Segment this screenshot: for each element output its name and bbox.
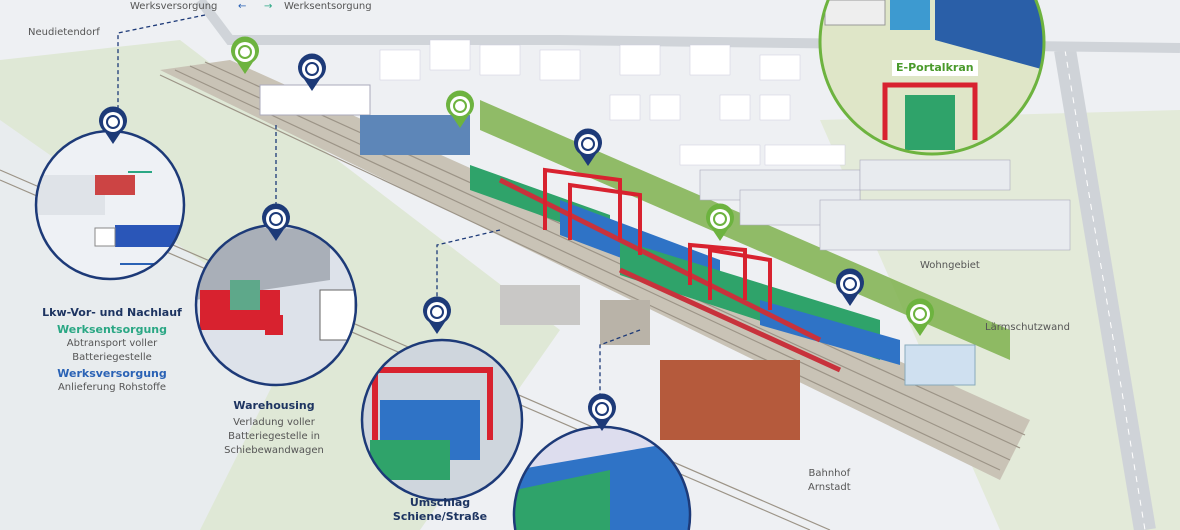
label-laermschutzwand: Lärmschutzwand xyxy=(985,322,1070,333)
circle-containers xyxy=(514,426,691,530)
noise-wall xyxy=(480,100,1010,360)
arrow-right-icon: → xyxy=(264,1,273,12)
warehouse-building xyxy=(259,84,371,116)
warehousing-desc: Verladung voller xyxy=(233,417,315,428)
warehousing-caption: Warehousing Verladung voller Batterieges… xyxy=(209,399,339,458)
warehousing-title: Warehousing xyxy=(233,399,315,412)
label-werksentsorgung: Werksentsorgung xyxy=(284,1,372,12)
crane-pin-icon xyxy=(423,296,452,334)
forklift-pin-icon xyxy=(297,53,326,91)
bahnhof-line: Arnstadt xyxy=(808,482,851,493)
umschlag-caption: Umschlag Schiene/Straße xyxy=(380,496,500,524)
residential-buildings xyxy=(699,159,1071,251)
circle-lkw xyxy=(36,131,184,279)
station-building xyxy=(660,360,800,440)
gantry-cranes xyxy=(543,167,772,310)
charging-station-pin-icon xyxy=(230,36,259,74)
forklift-pin-icon xyxy=(262,203,290,241)
lkw-title: Lkw-Vor- und Nachlauf xyxy=(42,306,182,319)
werksversorgung-heading: Werksversorgung xyxy=(57,367,167,380)
label-werksversorgung: Werksversorgung xyxy=(130,1,218,12)
crane-pin-icon xyxy=(574,128,602,166)
circle-warehousing xyxy=(196,225,356,385)
container-pin-icon xyxy=(836,268,864,306)
versorgung-desc: Anlieferung Rohstoffe xyxy=(57,382,167,393)
entsorgung-desc: Batteriegestelle xyxy=(72,352,152,363)
charging-station-pin-icon xyxy=(706,203,735,241)
bahnhof-line: Bahnhof xyxy=(808,468,851,479)
entsorgung-desc: Abtransport voller xyxy=(66,338,158,349)
label-wohngebiet: Wohngebiet xyxy=(920,260,980,271)
container-pin-icon xyxy=(588,393,616,431)
umschlag-title: Schiene/Straße xyxy=(392,510,488,523)
circle-umschlag xyxy=(362,340,522,500)
warehousing-desc: Schiebewandwagen xyxy=(224,445,324,456)
charging-station-pin-icon xyxy=(906,298,935,336)
warehousing-desc: Batteriegestelle in xyxy=(228,431,320,442)
label-neudietendorf: Neudietendorf xyxy=(28,27,100,38)
charging-station-pin-icon xyxy=(446,90,475,128)
werksentsorgung-heading: Werksentsorgung xyxy=(57,323,167,336)
lkw-caption: Lkw-Vor- und Nachlauf Werksentsorgung Ab… xyxy=(32,306,192,395)
umschlag-title: Umschlag xyxy=(409,496,471,509)
arrow-left-icon: ← xyxy=(238,1,247,12)
truck-pin-icon xyxy=(99,106,128,144)
label-e-portalkran: E-Portalkran xyxy=(892,60,978,76)
